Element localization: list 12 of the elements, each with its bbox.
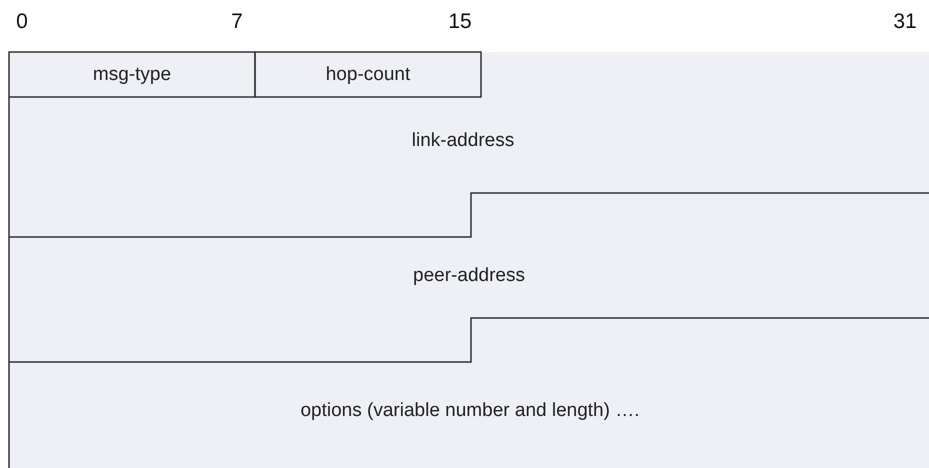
field-name: hop-count [326, 64, 410, 86]
bit-position-label: 31 [893, 10, 917, 34]
address-field [9, 97, 929, 237]
header-field [9, 52, 255, 97]
field-name: options (variable number and length) …. [300, 400, 640, 422]
header-field [255, 52, 481, 97]
bit-position-label: 7 [231, 10, 243, 34]
field-name: peer-address [413, 265, 525, 287]
field-name: link-address [412, 130, 514, 152]
bit-position-label: 0 [16, 10, 28, 34]
bit-position-label: 15 [448, 10, 472, 34]
field-name: msg-type [92, 64, 172, 86]
